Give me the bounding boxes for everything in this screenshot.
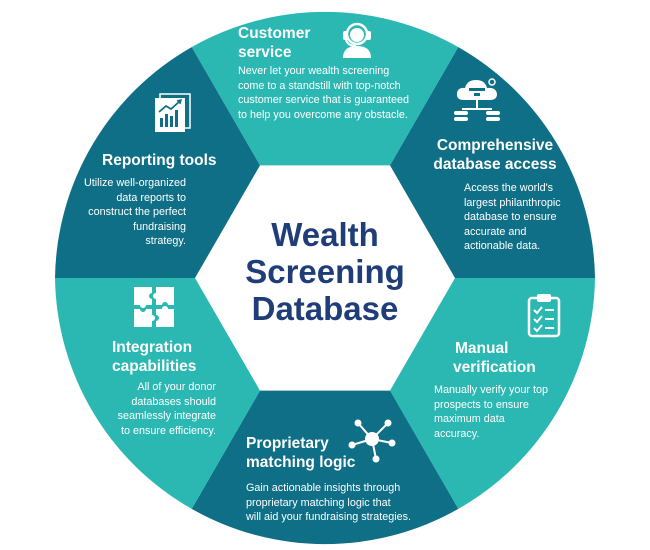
- center-title-line: Wealth: [271, 216, 379, 253]
- center-title-line: Screening: [245, 253, 405, 290]
- cloud-database-icon: [454, 78, 500, 121]
- headset-icon: [343, 22, 371, 58]
- segment-matching-logic: [191, 278, 459, 545]
- report-chart-icon: [155, 93, 191, 132]
- network-node-icon: [348, 419, 396, 463]
- center-title: Wealth Screening Database: [225, 216, 425, 327]
- segment-title: Reporting tools: [102, 152, 217, 169]
- center-title-line: Database: [251, 290, 399, 327]
- clipboard-checklist-icon: [527, 294, 561, 338]
- puzzle-icon: [134, 287, 174, 327]
- segment-customer-service: [191, 11, 459, 279]
- center-hexagon: [195, 165, 455, 391]
